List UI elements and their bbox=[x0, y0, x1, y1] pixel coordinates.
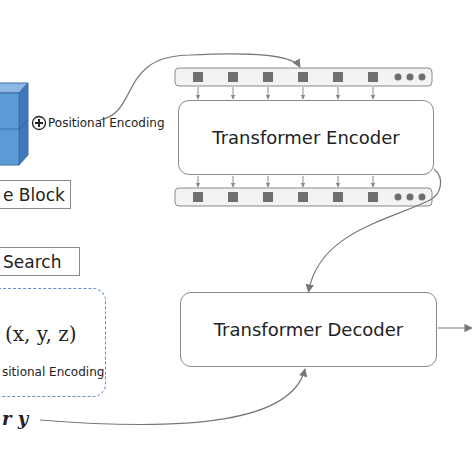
node-text: Transformer Encoder bbox=[212, 127, 399, 148]
node-text: Search bbox=[3, 252, 61, 272]
node-text: (x, y, z) bbox=[5, 322, 77, 346]
plus-symbol bbox=[33, 117, 46, 130]
query-label: r y bbox=[2, 408, 28, 429]
token-bar-top bbox=[175, 68, 432, 99]
output-arrow bbox=[438, 327, 472, 328]
annotation-text: Positional Encoding bbox=[48, 116, 165, 130]
process-box: Transformer Decoder bbox=[180, 292, 437, 367]
block-box: e Block bbox=[0, 180, 71, 209]
connector-curve bbox=[309, 169, 441, 292]
cube-block bbox=[0, 83, 28, 165]
search-box: Search bbox=[0, 247, 80, 276]
process-box: Transformer Encoder bbox=[178, 100, 434, 175]
token-bar-bottom bbox=[175, 176, 432, 206]
node-text: sitional Encoding bbox=[2, 365, 104, 379]
node-text: Transformer Decoder bbox=[214, 319, 403, 340]
encoding-box: (x, y, z) sitional Encoding bbox=[0, 288, 106, 397]
node-text: e Block bbox=[3, 185, 65, 205]
